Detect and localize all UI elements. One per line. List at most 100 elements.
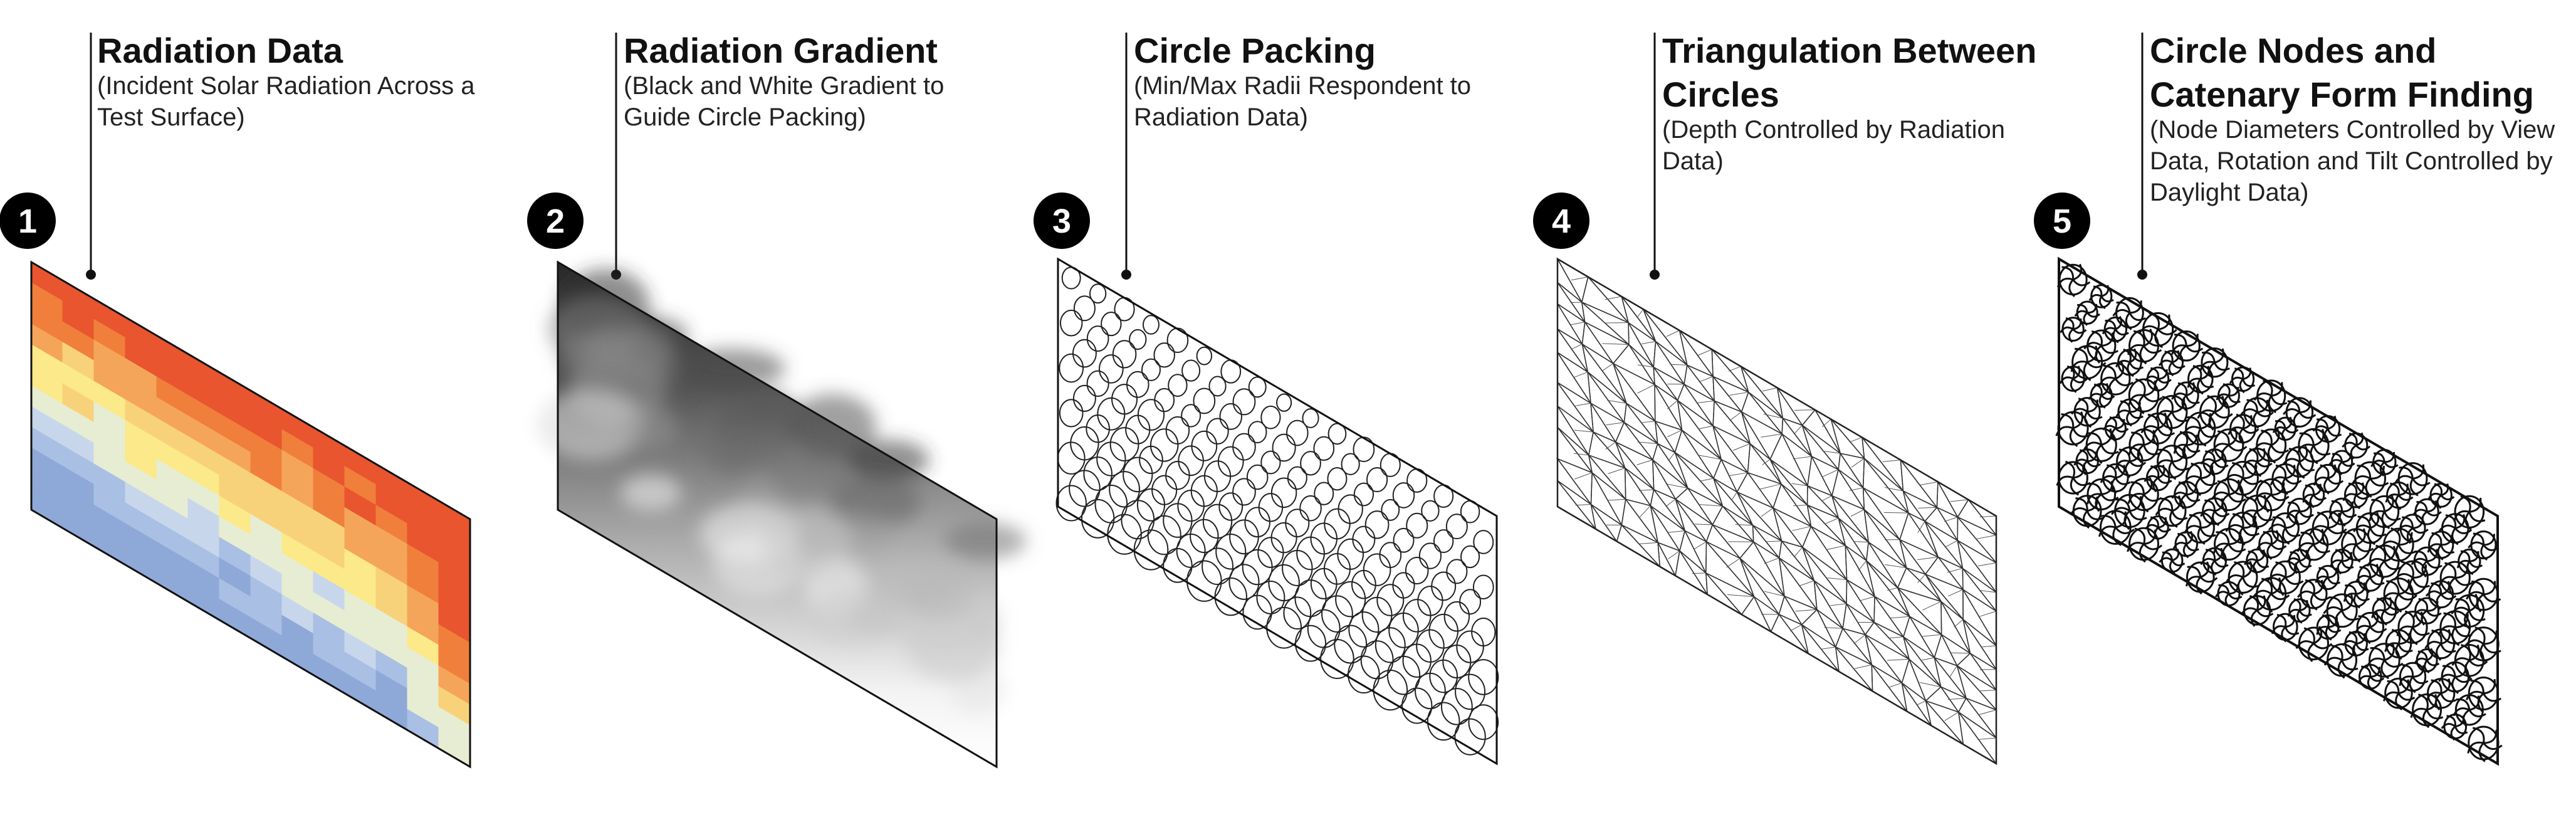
catenary-arc: [2384, 461, 2399, 468]
circle-node: [2288, 598, 2311, 623]
step-4-title-line-1: Triangulation Between: [1662, 31, 2036, 70]
circle-node: [2258, 530, 2285, 559]
catenary-arc: [2369, 676, 2385, 682]
packed-circle: [1459, 589, 1482, 615]
step-5-title: Circle Nodes and Catenary Form Finding: [2150, 31, 2534, 114]
catenary-arc: [2205, 450, 2216, 462]
catenary-arc: [2371, 609, 2385, 618]
circle-node: [2187, 364, 2214, 394]
catenary-arc: [2185, 395, 2200, 404]
circle-node: [2256, 379, 2286, 412]
packed-circle: [1421, 500, 1440, 522]
catenary-arc: [2431, 630, 2442, 645]
catenary-arc: [2275, 464, 2287, 479]
packed-circle: [1129, 329, 1147, 350]
mesh-triangle: [1590, 471, 1622, 525]
catenary-arc: [2298, 461, 2315, 472]
mesh-edge: [1795, 609, 1817, 612]
catenary-arc: [2242, 459, 2258, 468]
catenary-arc: [2134, 527, 2146, 544]
step-1-number-badge: 1: [0, 192, 56, 249]
catenary-arc: [2385, 493, 2399, 503]
catenary-arc: [2288, 448, 2301, 462]
catenary-arc: [2328, 458, 2343, 465]
step-4-title-line-2: Circles: [1662, 75, 1779, 114]
mesh-edge: [1607, 399, 1627, 404]
packed-circle: [1335, 581, 1366, 618]
catenary-arc: [2098, 525, 2116, 537]
catenary-arc: [2285, 577, 2304, 585]
step-5-subtitle-line-2: Data, Rotation and Tilt Controlled by: [2150, 147, 2553, 175]
packed-circle: [1246, 464, 1269, 490]
packed-circle: [1294, 624, 1327, 662]
mesh-edge: [1823, 450, 1841, 454]
step-4-title: Triangulation Between Circles: [1662, 31, 2046, 114]
circle-node: [2186, 512, 2215, 544]
circle-node: [2384, 677, 2413, 709]
catenary-arc: [2228, 386, 2239, 397]
catenary-arc: [2256, 510, 2273, 522]
catenary-arc: [2059, 376, 2074, 384]
catenary-arc: [2393, 573, 2414, 581]
catenary-arc: [2353, 524, 2371, 532]
mesh-edge: [1570, 322, 1585, 325]
packed-circle: [1219, 403, 1243, 430]
step-1-number: 1: [18, 203, 37, 240]
packed-circle: [1123, 456, 1153, 493]
mesh-edge: [1979, 690, 1997, 692]
catenary-arc: [2260, 429, 2273, 446]
circle-node: [2128, 378, 2160, 413]
catenary-arc: [2469, 645, 2480, 661]
circle-node: [2186, 461, 2216, 495]
packed-circle: [1405, 556, 1429, 585]
packed-circle: [1149, 428, 1179, 462]
circle-node: [2399, 514, 2426, 543]
mesh-edge: [1729, 391, 1749, 396]
catenary-arc: [2242, 527, 2260, 537]
circle-node: [2172, 330, 2201, 362]
catenary-arc: [2157, 477, 2172, 484]
catenary-arc: [2342, 493, 2357, 502]
mesh-triangle: [1838, 517, 1867, 561]
catenary-arc: [2272, 426, 2286, 433]
catenary-arc: [2128, 362, 2144, 370]
catenary-arc: [2425, 590, 2442, 597]
catenary-arc: [2438, 673, 2456, 682]
catenary-arc: [2157, 428, 2175, 436]
mesh-edge: [1948, 589, 1964, 597]
catenary-arc: [2426, 511, 2442, 517]
catenary-arc: [2483, 534, 2495, 546]
packed-circle: [1374, 627, 1406, 663]
mesh-edge: [1827, 577, 1847, 581]
catenary-arc: [2128, 510, 2147, 520]
catenary-arc: [2128, 312, 2146, 321]
packed-circle: [1401, 687, 1433, 724]
catenary-arc: [2469, 593, 2479, 612]
catenary-arc: [2140, 425, 2159, 434]
catenary-arc: [2101, 332, 2114, 347]
catenary-arc: [2074, 310, 2088, 317]
catenary-arc: [2431, 679, 2442, 694]
catenary-arc: [2159, 557, 2173, 563]
catenary-arc: [2397, 494, 2414, 501]
packed-circle: [1137, 399, 1165, 431]
packed-circle: [1098, 354, 1124, 384]
gradient-blob: [704, 426, 792, 468]
packed-circle: [1166, 327, 1189, 354]
circle-node: [2173, 431, 2199, 459]
step-3-subtitle-line-1: (Min/Max Radii Respondent to: [1134, 72, 1471, 100]
catenary-arc: [2313, 529, 2324, 545]
catenary-arc: [2483, 742, 2503, 750]
catenary-arc: [2399, 675, 2413, 687]
packed-circle: [1126, 371, 1149, 398]
catenary-arc: [2315, 575, 2328, 583]
step-5-subtitle: (Node Diameters Controlled by View Data,…: [2150, 116, 2562, 206]
catenary-arc: [2073, 458, 2088, 466]
mesh-edge: [1692, 572, 1706, 574]
catenary-arc: [2386, 580, 2400, 594]
mesh-triangle: [1925, 686, 1960, 714]
packed-circle: [1208, 376, 1227, 397]
catenary-arc: [2282, 408, 2300, 415]
catenary-arc: [2256, 542, 2272, 550]
catenary-arc: [2271, 577, 2281, 595]
